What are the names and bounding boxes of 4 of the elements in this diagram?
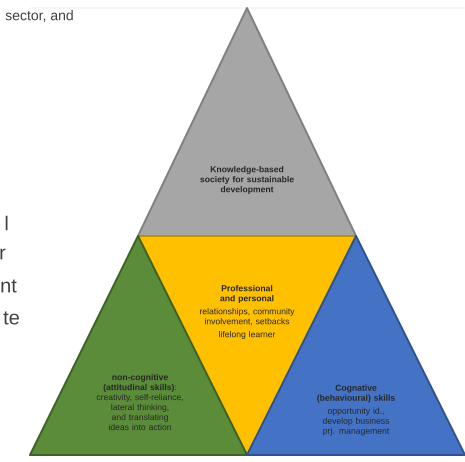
triangle-panel: Knowledge-based society for sustainable development xyxy=(137,7,357,237)
text-fragment: l xyxy=(6,216,8,230)
text-fragment: r xyxy=(0,248,6,260)
body-text: sector, and xyxy=(6,10,73,22)
